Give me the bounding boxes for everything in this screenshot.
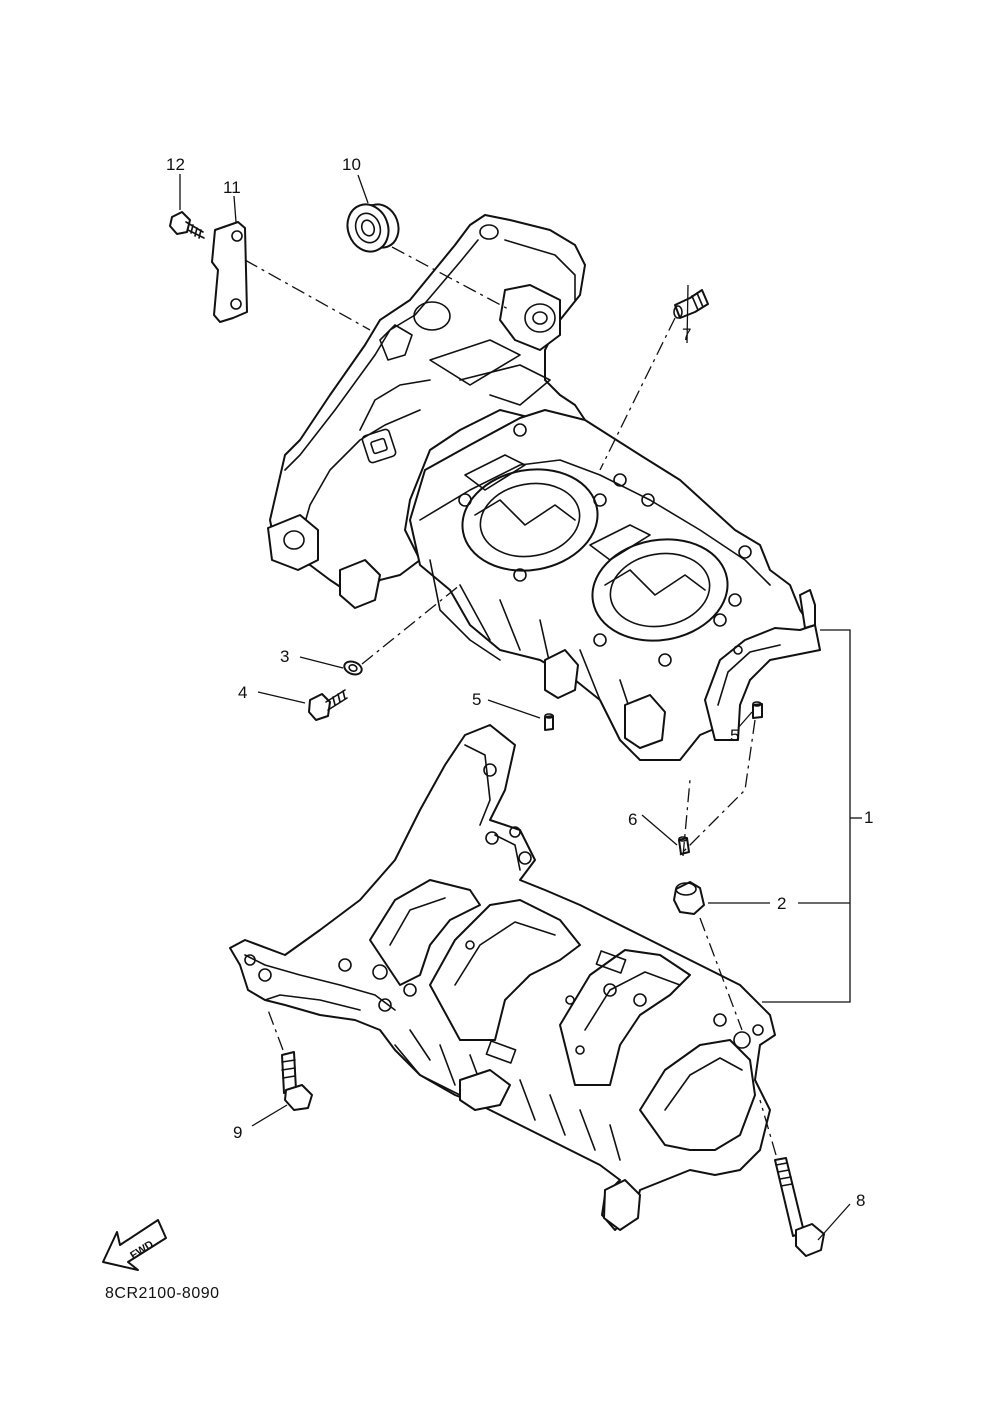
callout-10: 10 [342, 155, 361, 174]
forward-arrow-icon: FWD [102, 1219, 167, 1271]
part-5-dowel-a [544, 713, 554, 731]
callout-4: 4 [238, 683, 247, 702]
callout-9: 9 [233, 1123, 242, 1142]
callout-6: 6 [628, 810, 637, 829]
part-10-bearing [346, 203, 400, 253]
drawing-code: 8CR2100-8090 [105, 1285, 220, 1302]
part-2-plug [673, 881, 705, 915]
callout-12: 12 [166, 155, 185, 174]
callout-2: 2 [777, 894, 786, 913]
part-4-bolt [308, 689, 348, 721]
part-12-bolt [169, 211, 205, 239]
part-3-washer [343, 660, 363, 676]
lower-crankcase [229, 724, 776, 1231]
upper-crankcase [267, 214, 821, 761]
callout-leaders [179, 174, 862, 1241]
callout-11: 11 [223, 178, 241, 197]
part-8-bolt [774, 1157, 825, 1257]
part-9-bolt [281, 1051, 313, 1111]
part-6-dowel [678, 836, 690, 855]
callout-7: 7 [682, 325, 691, 344]
callout-5b: 5 [730, 726, 739, 745]
callout-8: 8 [856, 1191, 865, 1210]
part-11-bracket [211, 221, 248, 323]
part-7-dowel [673, 289, 709, 319]
callout-3: 3 [280, 647, 289, 666]
callout-5a: 5 [472, 690, 481, 709]
callout-1: 1 [864, 808, 873, 827]
assembly-lines [244, 246, 777, 1156]
part-5-dowel-b [752, 701, 763, 719]
